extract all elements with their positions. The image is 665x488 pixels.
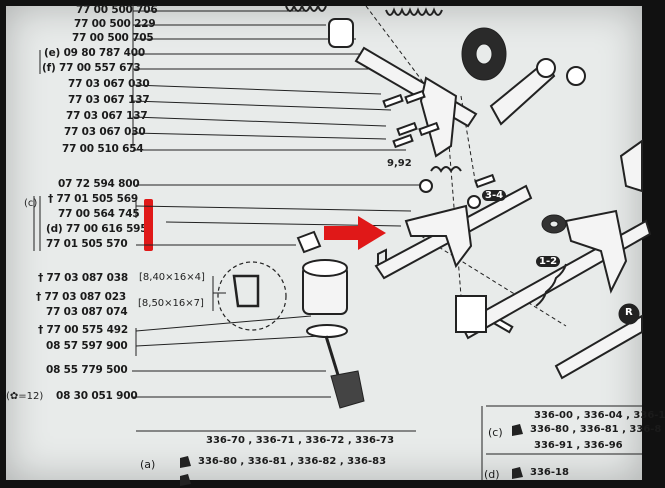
gear-tooth-note: (✿=12) xyxy=(6,391,44,402)
part-number: 77 00 510 654 xyxy=(62,143,144,155)
fork-label-1-2: 1-2 xyxy=(536,256,561,267)
part-number: 77 01 505 570 xyxy=(46,238,128,250)
size-annotation: [8,40×16×4] xyxy=(139,272,205,283)
part-number: (f) 77 00 557 673 xyxy=(42,62,141,74)
dimension-label: 9,92 xyxy=(387,158,412,169)
reverse-label: R xyxy=(625,307,633,318)
catalog-page: 77 00 500 706 77 00 500 229 77 00 500 70… xyxy=(6,3,665,486)
part-number: 08 57 597 900 xyxy=(46,340,128,352)
part-number: 77 00 500 229 xyxy=(74,18,156,30)
reference-line: 336-70 , 336-71 , 336-72 , 336-73 xyxy=(206,435,395,446)
fork-label-3-4: 3-4 xyxy=(482,190,507,201)
part-number: 08 30 051 900 xyxy=(56,390,138,402)
part-number: (e) 09 80 787 400 xyxy=(44,47,146,59)
reference-line: 336-18 xyxy=(530,467,569,478)
part-number: (d) 77 00 616 595 xyxy=(46,223,148,235)
part-number: † 77 03 087 038 xyxy=(38,272,128,284)
ref-marker-a: (a) xyxy=(140,458,156,471)
bracket-marker-c: (c) xyxy=(24,198,38,209)
part-number: 77 03 067 030 xyxy=(64,126,146,138)
highlight-bar xyxy=(144,199,153,251)
exploded-view-diagram xyxy=(33,3,652,486)
part-number: 77 03 067 030 xyxy=(68,78,150,90)
part-number: † 77 01 505 569 xyxy=(48,193,138,205)
size-annotation: [8,50×16×7] xyxy=(138,298,204,309)
part-number: † 77 03 087 023 xyxy=(36,291,126,303)
reference-line: 336-91 , 336-96 xyxy=(534,440,623,451)
reference-line: 336-80 , 336-81 , 336-82 , 336-83 xyxy=(198,456,387,467)
reference-line: 336-00 , 336-04 , 336-1 xyxy=(534,410,665,421)
part-number: 77 00 564 745 xyxy=(58,208,140,220)
part-number: 07 72 594 800 xyxy=(58,178,140,190)
ref-marker-d: (d) xyxy=(484,468,500,481)
part-number: 77 03 067 137 xyxy=(66,110,148,122)
reference-line: 336-80 , 336-81 , 336-8 xyxy=(530,424,662,435)
part-number: 08 55 779 500 xyxy=(46,364,128,376)
ref-marker-c: (c) xyxy=(488,426,503,439)
part-number: 77 03 067 137 xyxy=(68,94,150,106)
part-number: † 77 00 575 492 xyxy=(38,324,128,336)
part-number: 77 03 087 074 xyxy=(46,306,128,318)
part-number: 77 00 500 706 xyxy=(76,4,158,16)
